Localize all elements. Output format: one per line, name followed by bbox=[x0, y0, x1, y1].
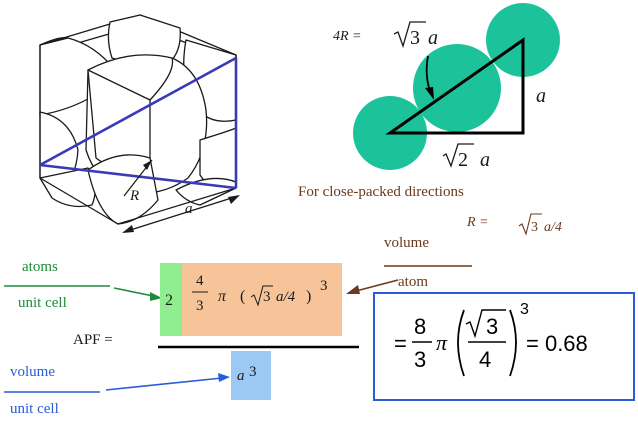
sphere-horizontal-sqrt-sign bbox=[442, 143, 474, 168]
volume-atom-arrow-head bbox=[346, 285, 360, 294]
result-value: = 0.68 bbox=[526, 331, 588, 356]
sphere-eq-sqrt-coef: 3 bbox=[410, 27, 420, 49]
atoms-arrow-head bbox=[150, 292, 162, 301]
result-power: 3 bbox=[520, 301, 529, 318]
result-equals: = bbox=[394, 331, 407, 356]
radius-eq-lhs: R = bbox=[466, 215, 489, 230]
volume-pi: π bbox=[218, 288, 227, 305]
radius-equation: R = 3 a/4 bbox=[466, 213, 562, 236]
radius-eq-coef: 3 bbox=[531, 220, 538, 235]
count-box bbox=[160, 263, 182, 336]
volume-paren-close: ) bbox=[306, 288, 311, 305]
volume-frac-num: 4 bbox=[196, 273, 204, 289]
body-diagonal bbox=[39, 56, 238, 190]
cube-edge-bottom-right bbox=[117, 187, 237, 225]
result-pi: π bbox=[436, 330, 448, 355]
vol-cell-arrow-head bbox=[218, 373, 230, 382]
cell-volume-box bbox=[231, 351, 271, 400]
atom-volume-box bbox=[182, 263, 342, 336]
result-box bbox=[373, 292, 635, 401]
result-inner-num: 3 bbox=[486, 314, 498, 339]
edge-arrow bbox=[123, 195, 239, 233]
atom-count: 2 bbox=[165, 292, 173, 309]
sphere-vertical-label: a bbox=[536, 85, 546, 107]
cell-volume-var: a bbox=[237, 368, 245, 384]
radius-label: R bbox=[129, 188, 139, 204]
sphere-middle bbox=[413, 44, 501, 132]
atoms-label: atoms bbox=[22, 259, 58, 275]
sphere-eq-sqrt-sign bbox=[393, 21, 426, 49]
sphere-horizontal-label: 2 a bbox=[442, 143, 490, 171]
apf-label: APF = bbox=[73, 332, 113, 348]
center-atom-cut-curve bbox=[149, 57, 174, 101]
radius-eq-rest: a/4 bbox=[544, 220, 562, 235]
volume-sqrt-sign bbox=[250, 285, 273, 307]
radius-eq-sqrt-sign bbox=[518, 213, 542, 236]
volume-atom-arrow bbox=[355, 279, 399, 292]
edge-label: a bbox=[185, 201, 193, 217]
sphere-eq-arrow-head bbox=[425, 87, 434, 100]
unit-cell-label-top: unit cell bbox=[18, 295, 67, 311]
vol-cell-arrow bbox=[105, 377, 223, 391]
edge-arrow-head-left bbox=[122, 225, 134, 233]
diagonal-base bbox=[39, 163, 237, 190]
volume-atom-bottom: atom bbox=[398, 274, 428, 290]
sphere-horizontal-var: a bbox=[480, 149, 490, 171]
close-packed-caption: For close-packed directions bbox=[298, 184, 464, 200]
volume-paren-open: ( bbox=[240, 288, 245, 305]
vol-cell-bottom: unit cell bbox=[10, 401, 59, 417]
sphere-equation: 4R = 3 a bbox=[333, 21, 438, 49]
sphere-triangle bbox=[385, 37, 525, 135]
sphere-eq-var: a bbox=[428, 27, 438, 49]
edge-arrow-head-right bbox=[228, 195, 240, 204]
volume-atom-top: volume bbox=[384, 235, 429, 251]
vol-cell-top: volume bbox=[10, 364, 55, 380]
cell-volume-power: 3 bbox=[249, 364, 257, 380]
result-paren-right bbox=[509, 309, 517, 377]
corner-atom-top-left-cap bbox=[39, 37, 69, 46]
close-packed-spheres bbox=[353, 3, 560, 170]
result-frac-num: 8 bbox=[414, 314, 426, 339]
result-sqrt-sign bbox=[465, 309, 506, 339]
volume-a-over-4: a/4 bbox=[276, 289, 296, 305]
volume-sqrt-coef: 3 bbox=[263, 289, 271, 305]
volume-power: 3 bbox=[320, 278, 328, 294]
result-paren-left bbox=[457, 309, 465, 377]
volume-frac-den: 3 bbox=[196, 298, 204, 314]
radius-arrow-head bbox=[143, 160, 152, 170]
sphere-horizontal-coef: 2 bbox=[458, 149, 468, 171]
diagonal-line bbox=[39, 56, 237, 167]
sphere-eq-lhs: 4R = bbox=[333, 29, 362, 44]
result-frac-den: 3 bbox=[414, 347, 426, 372]
result-inner-den: 4 bbox=[479, 347, 491, 372]
cube-edge-bottom bbox=[39, 177, 119, 225]
